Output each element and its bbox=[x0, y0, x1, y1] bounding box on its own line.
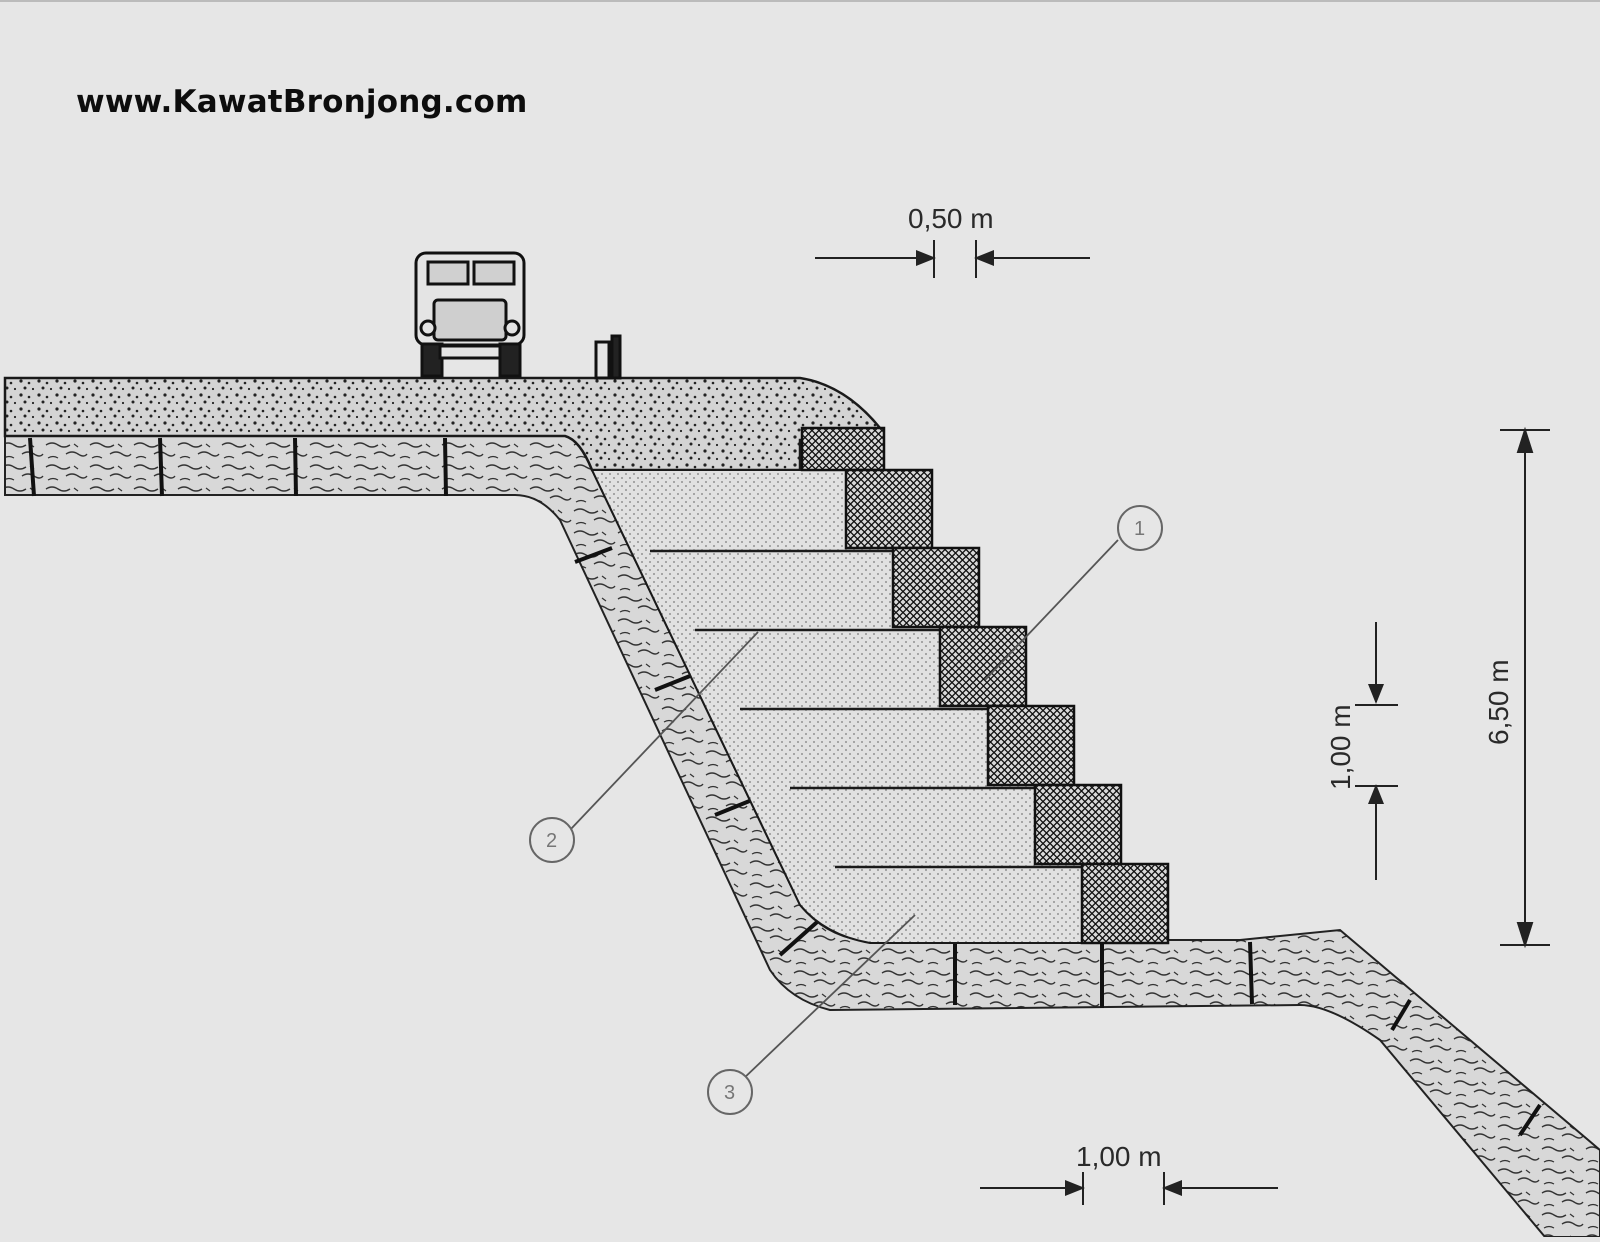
callout-2-label: 2 bbox=[546, 830, 557, 852]
gabion-box bbox=[986, 704, 1076, 787]
anchor-layers bbox=[650, 549, 1082, 869]
dimension-label-top-width: 0,50 m bbox=[908, 203, 994, 234]
dimension-label-bottom-width: 1,00 m bbox=[1076, 1141, 1162, 1172]
gabion-boxes bbox=[800, 426, 1170, 945]
gabion-box bbox=[938, 625, 1028, 708]
callout-2: 2 bbox=[529, 817, 575, 863]
website-watermark: www.KawatBronjong.com bbox=[76, 84, 528, 120]
callout-1-label: 1 bbox=[1134, 518, 1145, 540]
callout-leaders bbox=[569, 539, 1119, 1081]
dimension-step-height bbox=[1355, 622, 1398, 880]
dimension-bottom-width bbox=[980, 1172, 1278, 1205]
dimension-top-width bbox=[815, 240, 1090, 278]
gabion-box bbox=[1033, 783, 1123, 866]
gabion-box bbox=[800, 426, 886, 472]
dimension-total-height bbox=[1500, 426, 1550, 949]
callout-1: 1 bbox=[1117, 505, 1163, 551]
truck-icon bbox=[414, 251, 526, 378]
callout-3: 3 bbox=[707, 1069, 753, 1115]
callout-3-label: 3 bbox=[724, 1082, 735, 1104]
dimension-label-step-height: 1,00 m bbox=[1325, 704, 1356, 790]
guardrail-post-icon bbox=[594, 334, 622, 380]
gabion-box bbox=[891, 546, 981, 629]
gabion-box bbox=[844, 468, 934, 550]
dimension-label-total-height: 6,50 m bbox=[1483, 659, 1514, 745]
gabion-box bbox=[1080, 862, 1170, 945]
